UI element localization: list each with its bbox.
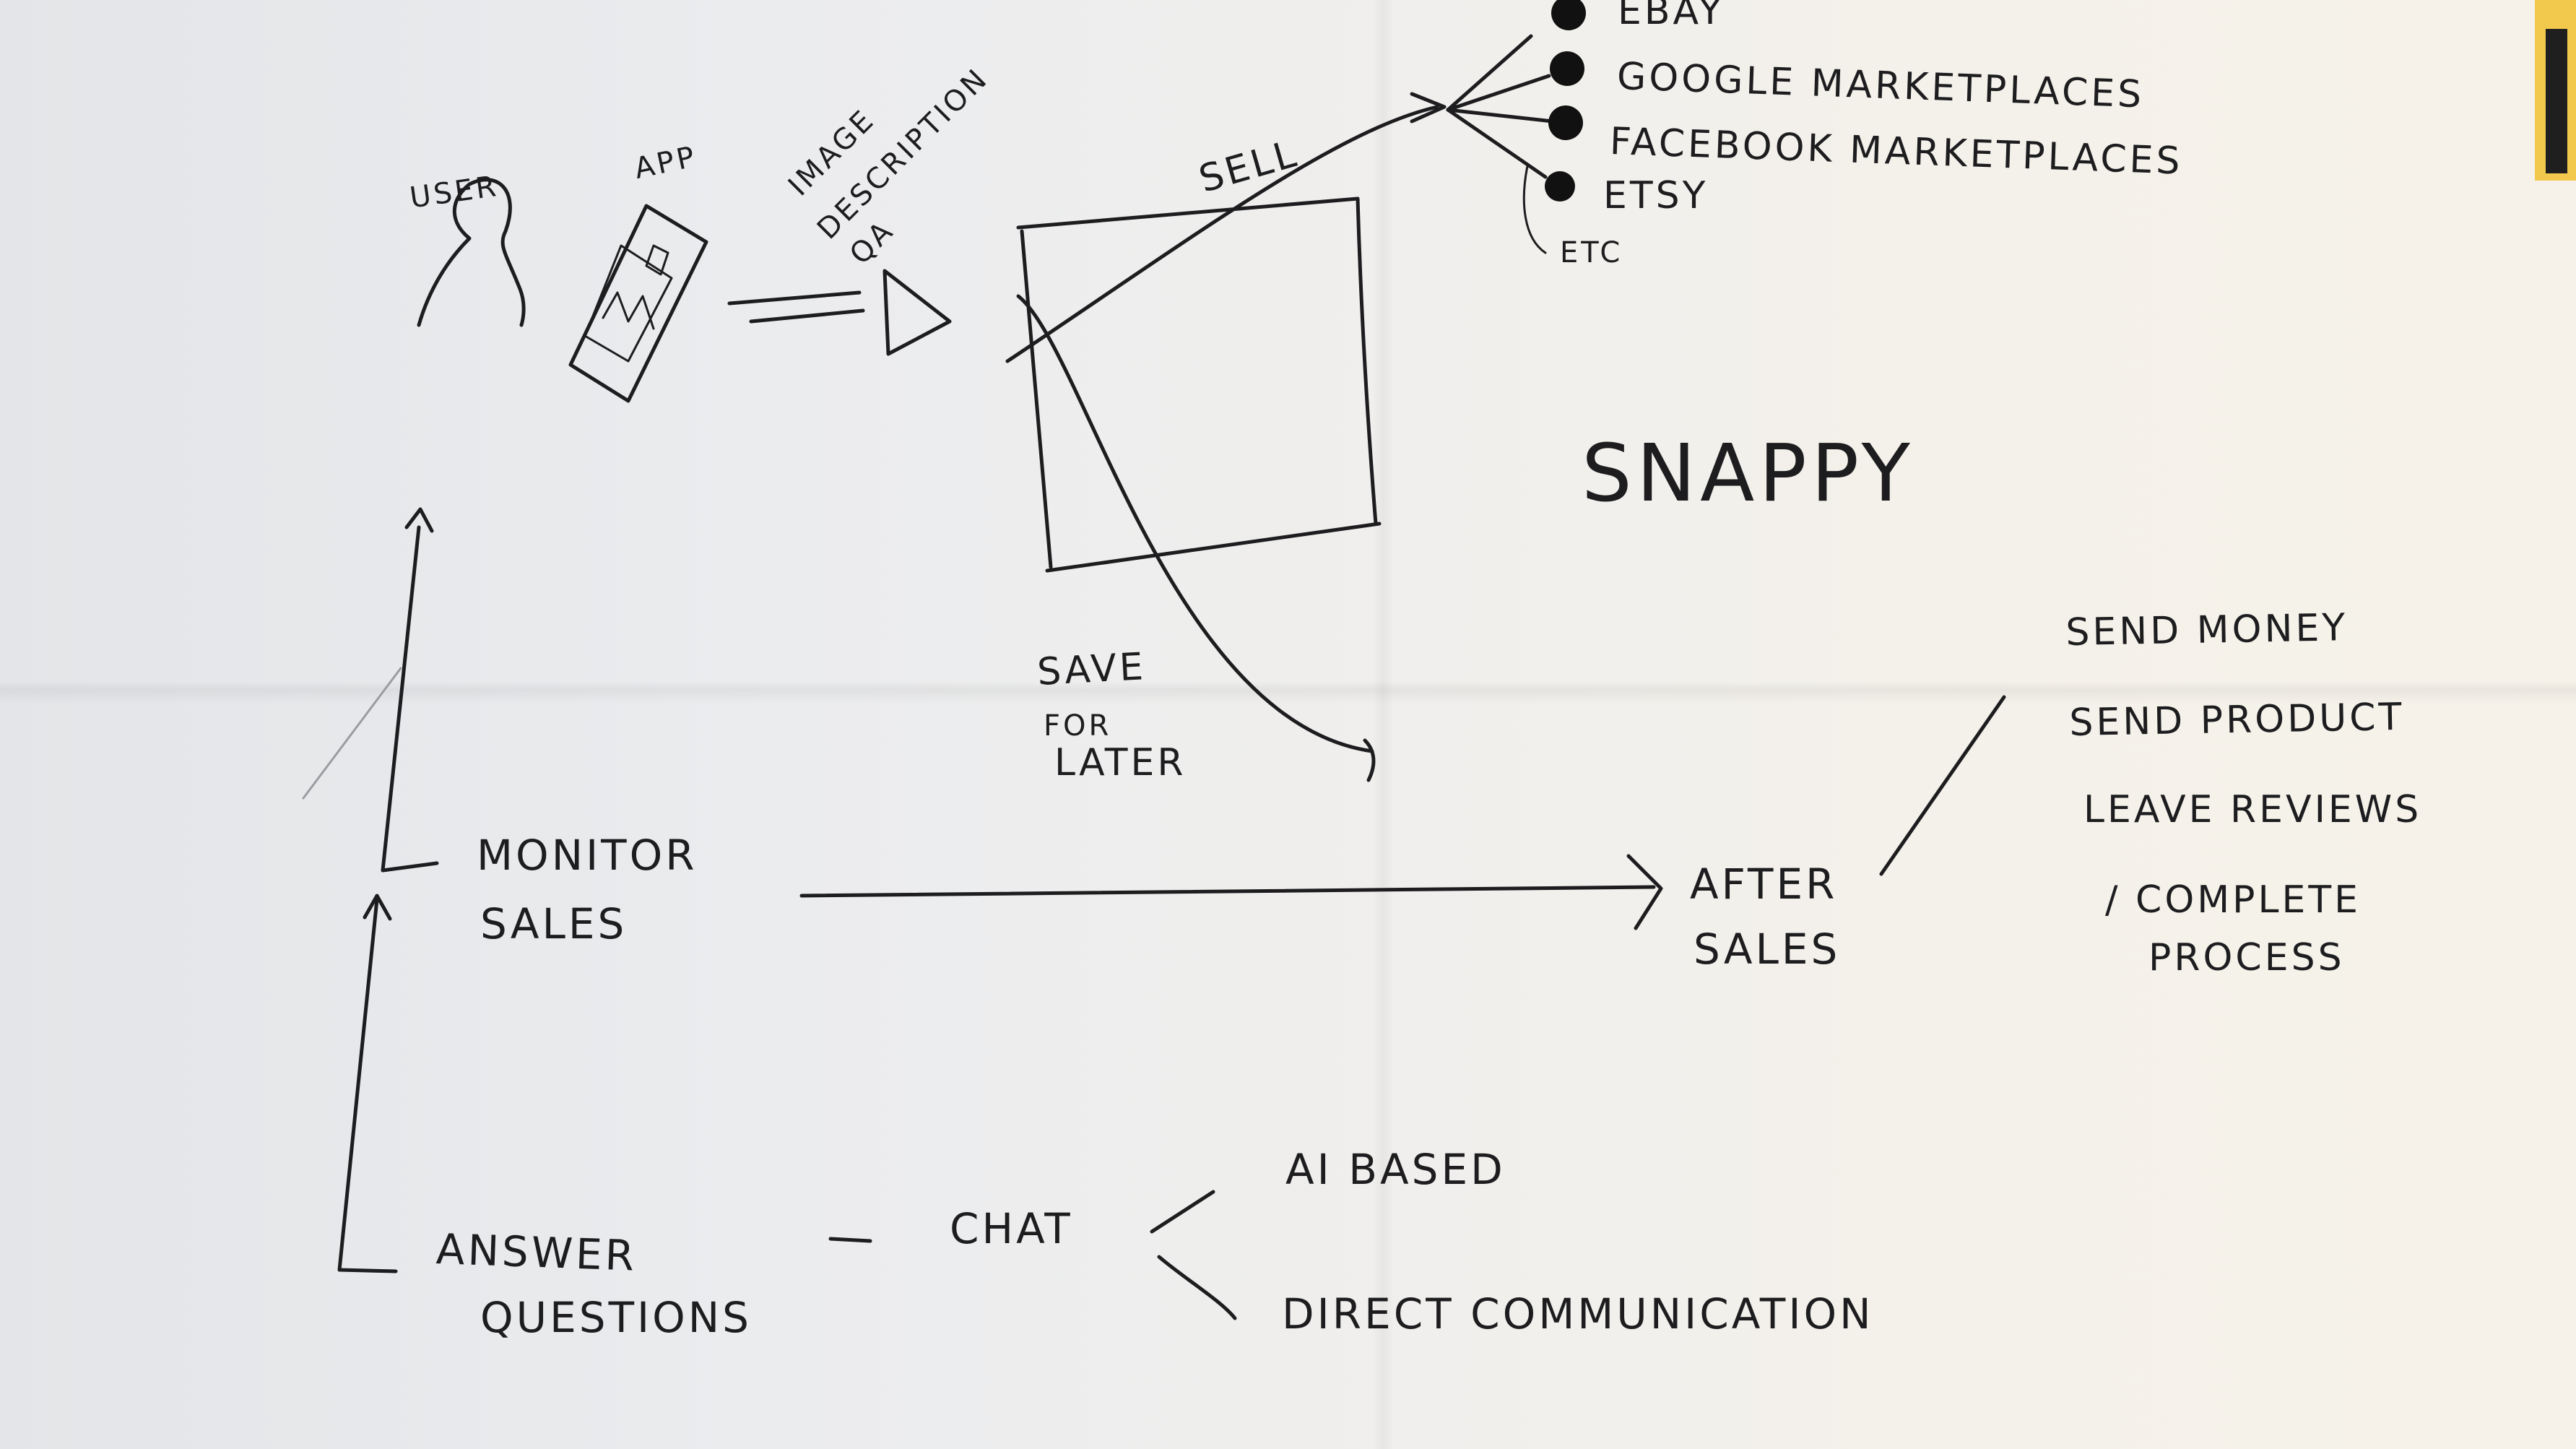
monitor-feedback-arrow (381, 507, 439, 873)
action-complete: / COMPLETE (2105, 878, 2361, 922)
label-chat: CHAT (950, 1204, 1073, 1253)
faint-pencil-stroke (302, 667, 402, 800)
marketplace-fan (1446, 34, 1555, 254)
sell-arrow (1005, 92, 1447, 363)
marketplace-etsy: ETSY (1603, 174, 1709, 217)
label-monitor: MONITOR (477, 831, 698, 880)
label-questions: QUESTIONS (480, 1293, 752, 1342)
action-send-product: SEND PRODUCT (2068, 695, 2405, 745)
label-later: LATER (1054, 741, 1187, 784)
arrow-app-to-listing (727, 269, 952, 356)
chat-option-direct: DIRECT COMMUNICATION (1282, 1289, 1874, 1338)
chat-option-ai: AI BASED (1285, 1145, 1506, 1194)
phone-app-icon (568, 204, 708, 403)
action-leave-reviews: LEAVE REVIEWS (2083, 788, 2422, 831)
action-send-money: SEND MONEY (2065, 606, 2349, 654)
brand-title: SNAPPY (1582, 427, 1914, 519)
user-icon (417, 178, 526, 327)
corner-tag-mark (2546, 29, 2567, 173)
answer-feedback-arrow (337, 894, 398, 1273)
marketplace-bullets (1545, 0, 1586, 202)
label-after-sales: SALES (1694, 925, 1841, 974)
arrow-to-after-sales (799, 854, 1663, 930)
label-save: SAVE (1036, 645, 1148, 694)
after-sales-connector (1879, 695, 2006, 876)
label-answer: ANSWER (435, 1224, 638, 1281)
paper-fold (1372, 0, 1394, 1449)
listing-box (1016, 196, 1382, 573)
marketplace-ebay: EBAY (1618, 0, 1725, 33)
action-process: PROCESS (2148, 936, 2345, 979)
label-for: FOR (1044, 709, 1112, 743)
label-after: AFTER (1690, 860, 1838, 909)
chat-branches (1150, 1190, 1237, 1320)
label-sales: SALES (480, 899, 628, 948)
save-for-later-curve (1016, 294, 1376, 782)
chat-dash (828, 1237, 872, 1243)
marketplace-etc: ETC (1560, 236, 1623, 269)
